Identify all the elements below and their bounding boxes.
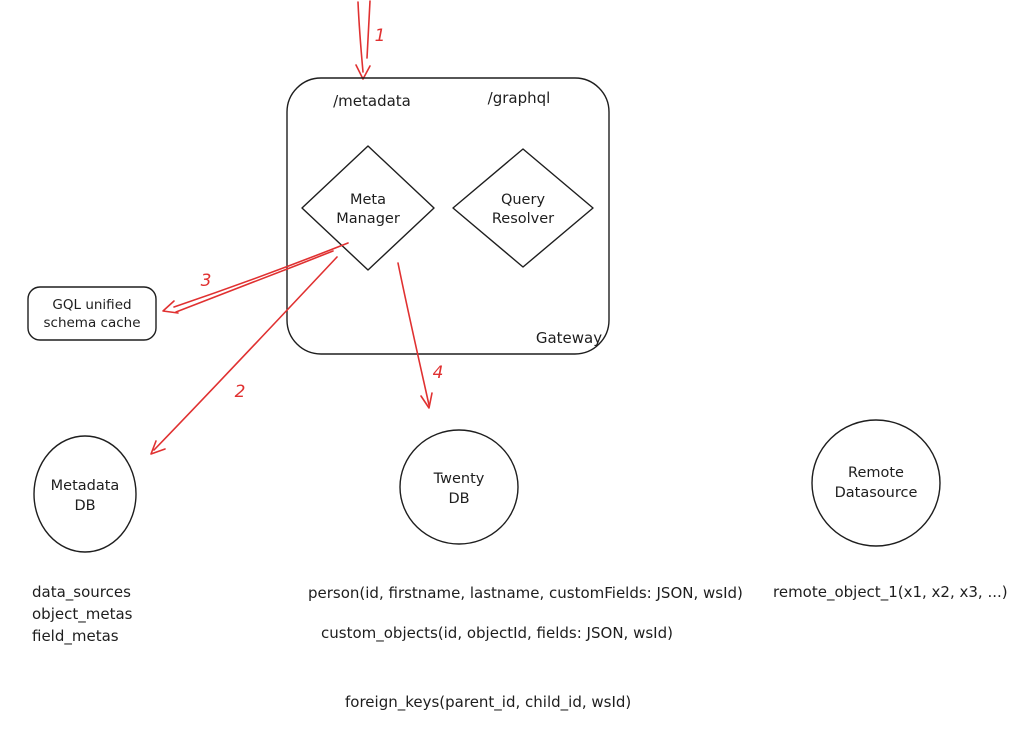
remote-datasource-label-line2: Datasource — [835, 485, 918, 501]
metadata-db-node: Metadata DB — [33, 435, 137, 553]
metadata-db-circle — [33, 435, 137, 553]
schema-cache-label-line1: GQL unified — [52, 297, 131, 313]
arrow-step1-incoming-request: 1 — [355, 0, 386, 80]
query-resolver-label-line2: Resolver — [492, 211, 554, 227]
twenty-db-table-person: person(id, firstname, lastname, customFi… — [308, 584, 743, 602]
meta-manager-label-line1: Meta — [350, 192, 386, 208]
metadata-db-label-line1: Metadata — [51, 478, 120, 494]
metadata-db-table-data-sources: data_sources — [32, 583, 131, 602]
arrow-line — [153, 256, 338, 451]
arrow-step1-number: 1 — [375, 26, 386, 46]
arrow-line — [357, 1, 364, 73]
arrow-step4-number: 4 — [433, 363, 444, 383]
gateway-route-metadata: /metadata — [333, 92, 411, 110]
schema-cache-node: GQL unified schema cache — [27, 286, 157, 341]
arrow-step3-to-schema-cache: 3 — [162, 242, 349, 314]
twenty-db-node: Twenty DB — [399, 429, 519, 545]
arrow-line — [366, 0, 371, 59]
twenty-db-tables: person(id, firstname, lastname, customFi… — [308, 584, 743, 712]
twenty-db-table-custom-objects: custom_objects(id, objectId, fields: JSO… — [321, 624, 673, 643]
metadata-db-tables: data_sources object_metas field_metas — [32, 583, 133, 646]
remote-datasource-label-line1: Remote — [848, 465, 904, 481]
gateway-label: Gateway — [536, 329, 602, 347]
arrow-step3-number: 3 — [201, 271, 212, 291]
twenty-db-label-line1: Twenty — [433, 471, 485, 487]
arrow-step2-to-metadata-db: 2 — [150, 256, 338, 455]
gateway-route-graphql: /graphql — [488, 89, 551, 107]
metadata-db-label-line2: DB — [74, 498, 95, 514]
arrowhead-icon — [420, 392, 433, 409]
remote-datasource-node: Remote Datasource — [811, 419, 941, 547]
twenty-db-circle — [399, 429, 519, 545]
query-resolver-label-line1: Query — [501, 192, 545, 208]
meta-manager-diamond — [301, 145, 435, 271]
arrowhead-icon — [150, 440, 166, 455]
metadata-db-table-object-metas: object_metas — [32, 605, 133, 624]
meta-manager-node: Meta Manager — [301, 145, 435, 271]
gateway-box: /metadata /graphql Gateway Meta Manager … — [286, 77, 610, 355]
schema-cache-label-line2: schema cache — [43, 315, 140, 331]
arrow-line — [175, 250, 334, 313]
query-resolver-node: Query Resolver — [452, 148, 594, 268]
metadata-db-table-field-metas: field_metas — [32, 627, 119, 646]
arrowhead-icon — [162, 300, 179, 314]
arrowhead-icon — [355, 64, 371, 80]
arrow-step2-number: 2 — [235, 382, 246, 402]
schema-cache-outline — [27, 286, 157, 341]
twenty-db-table-foreign-keys: foreign_keys(parent_id, child_id, wsId) — [345, 693, 631, 712]
twenty-db-label-line2: DB — [448, 491, 469, 507]
remote-datasource-table-remote-object: remote_object_1(x1, x2, x3, ...) — [773, 583, 1008, 602]
gateway-outline — [286, 77, 610, 355]
arrow-line — [173, 242, 349, 308]
remote-datasource-circle — [811, 419, 941, 547]
arrow-step4-to-twenty-db: 4 — [397, 262, 444, 409]
meta-manager-label-line2: Manager — [336, 211, 400, 227]
query-resolver-diamond — [452, 148, 594, 268]
remote-datasource-tables: remote_object_1(x1, x2, x3, ...) — [773, 583, 1008, 602]
arrow-line — [397, 262, 430, 406]
